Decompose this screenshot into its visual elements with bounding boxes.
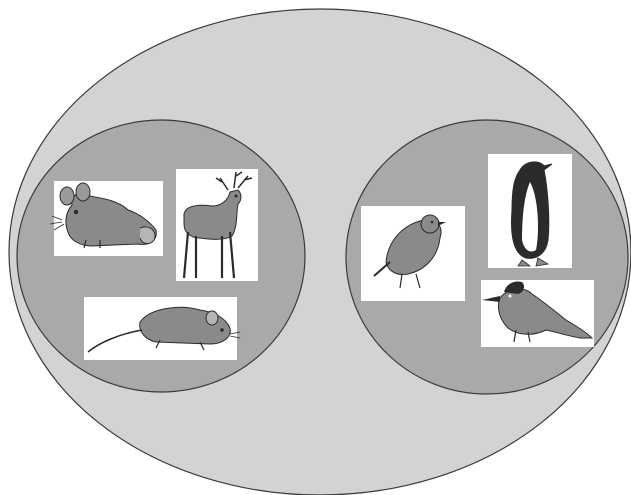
deer-icon: [182, 171, 253, 279]
chinchilla-icon: [49, 182, 157, 249]
chinchilla-card: [49, 181, 163, 256]
deer-card: [176, 169, 258, 281]
right-set: [345, 119, 629, 395]
penguin-icon: [511, 161, 553, 267]
kingfisher-icon: [482, 281, 594, 343]
sparrow-card: [361, 206, 465, 301]
kingfisher-card: [481, 280, 594, 347]
left-set: [16, 119, 306, 393]
opossum-icon: [87, 306, 241, 353]
sparrow-icon: [373, 214, 446, 289]
opossum-card: [84, 297, 241, 360]
penguin-card: [488, 154, 572, 268]
